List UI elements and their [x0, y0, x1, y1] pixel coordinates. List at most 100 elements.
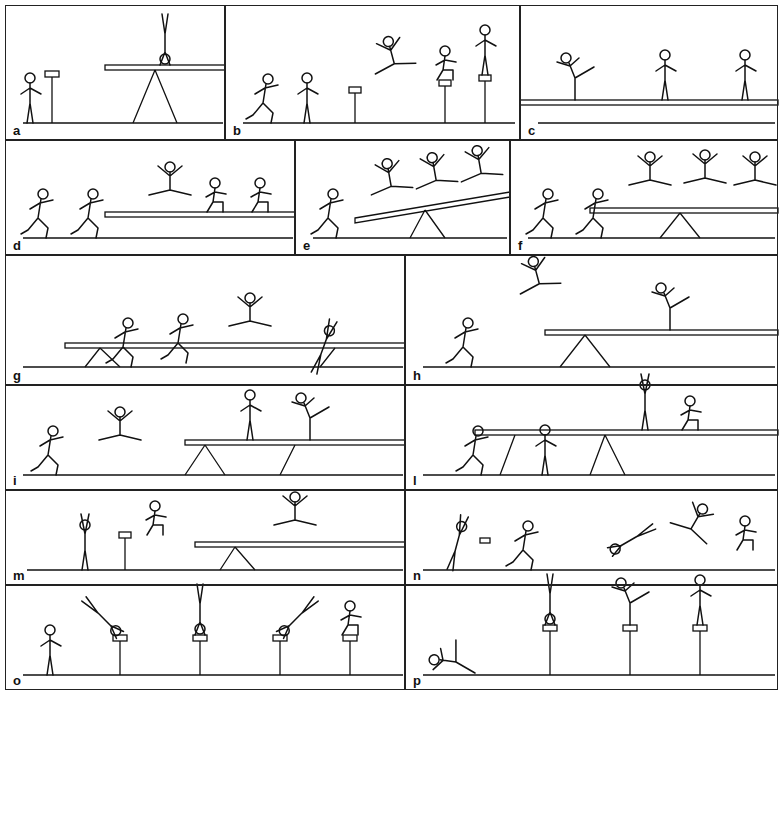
drawing-stroke	[161, 314, 193, 363]
drawing-stroke	[411, 149, 458, 189]
drawing-stroke	[520, 100, 778, 105]
panel-art	[311, 142, 510, 238]
panel-art	[423, 494, 775, 571]
drawing-stroke	[71, 189, 103, 238]
drawing-stroke	[480, 538, 490, 543]
drawing-stroke	[423, 674, 775, 675]
drawing-stroke	[366, 155, 413, 195]
drawing-stroke	[124, 538, 125, 570]
panel-art	[23, 492, 405, 570]
drawing-stroke	[736, 50, 756, 100]
drawing-stroke	[292, 393, 329, 440]
drawing-stroke	[199, 641, 200, 675]
panel-art	[21, 162, 295, 238]
drawing-stroke	[475, 430, 778, 435]
drawing-stroke	[246, 74, 278, 123]
drawing-stroke	[410, 210, 445, 238]
drawing-stroke	[343, 635, 357, 641]
drawing-stroke	[681, 396, 701, 430]
drawing-stroke	[500, 435, 625, 475]
drawing-stroke	[557, 53, 594, 100]
drawing-stroke	[51, 77, 52, 123]
panel: f	[510, 140, 778, 255]
drawing-stroke	[684, 150, 726, 183]
panel: l	[405, 385, 778, 490]
drawing-stroke	[576, 189, 608, 238]
drawing-stroke	[99, 407, 141, 440]
panel-letter: b	[231, 124, 243, 137]
drawing-stroke	[185, 440, 405, 445]
panel-letter: n	[411, 569, 423, 582]
drawing-stroke	[341, 601, 361, 635]
drawing-stroke	[608, 522, 657, 556]
drawing-stroke	[536, 425, 556, 475]
panel-art	[423, 251, 778, 367]
drawing-stroke	[367, 31, 416, 74]
drawing-stroke	[512, 251, 561, 294]
drawing-stroke	[446, 318, 478, 367]
drawing-stroke	[220, 547, 255, 570]
drawing-stroke	[119, 641, 120, 675]
panel: g	[5, 255, 405, 385]
panel: e	[295, 140, 510, 255]
drawing-stroke	[349, 87, 361, 93]
drawing-stroke	[545, 574, 555, 625]
panel-art	[23, 390, 405, 475]
drawing-stroke	[423, 366, 775, 367]
drawing-stroke	[545, 330, 778, 335]
drawing-stroke	[80, 514, 90, 570]
drawing-stroke	[243, 122, 515, 123]
drawing-stroke	[105, 212, 295, 217]
drawing-stroke	[193, 635, 207, 641]
drawing-stroke	[241, 390, 261, 440]
drawing-stroke	[425, 633, 484, 689]
drawing-stroke	[195, 584, 205, 635]
drawing-stroke	[699, 631, 700, 675]
drawing-stroke	[23, 122, 223, 123]
drawing-stroke	[23, 474, 403, 475]
drawing-stroke	[23, 366, 403, 367]
panel-letter: g	[11, 369, 23, 382]
drawing-stroke	[298, 73, 318, 123]
panel: a	[5, 5, 225, 140]
panel-letter: m	[11, 569, 27, 582]
panel-art	[243, 25, 515, 123]
drawing-stroke	[423, 474, 775, 475]
drawing-stroke	[251, 178, 271, 212]
drawing-stroke	[31, 426, 63, 475]
drawing-stroke	[65, 343, 405, 348]
drawing-stroke	[229, 293, 271, 326]
drawing-stroke	[734, 152, 776, 185]
drawing-stroke	[691, 575, 711, 625]
drawing-stroke	[652, 283, 689, 330]
panel: n	[405, 490, 778, 585]
drawing-stroke	[640, 374, 650, 430]
drawing-stroke	[160, 14, 170, 65]
drawing-stroke	[629, 631, 630, 675]
drawing-stroke	[21, 73, 41, 123]
drawing-stroke	[656, 50, 676, 100]
drawing-stroke	[538, 122, 775, 123]
drawing-stroke	[279, 641, 280, 675]
drawing-stroke	[23, 674, 403, 675]
drawing-stroke	[106, 318, 138, 367]
drawing-stroke	[23, 569, 403, 570]
drawing-stroke	[309, 319, 338, 375]
panel-letter: o	[11, 674, 23, 687]
panel-letter: a	[11, 124, 22, 137]
panel-art	[23, 293, 405, 375]
panel: i	[5, 385, 405, 490]
panel-letter: e	[301, 239, 312, 252]
drawing-stroke	[590, 208, 778, 213]
drawing-stroke	[560, 335, 610, 367]
panel-letter: c	[526, 124, 537, 137]
panel: b	[225, 5, 520, 140]
panel: p	[405, 585, 778, 690]
drawing-stroke	[444, 86, 445, 123]
drawing-stroke	[456, 142, 503, 182]
drawing-stroke	[149, 162, 191, 195]
drawing-stroke	[629, 152, 671, 185]
panel-art	[526, 150, 778, 238]
panel-art	[21, 14, 225, 123]
drawing-stroke	[146, 501, 166, 535]
